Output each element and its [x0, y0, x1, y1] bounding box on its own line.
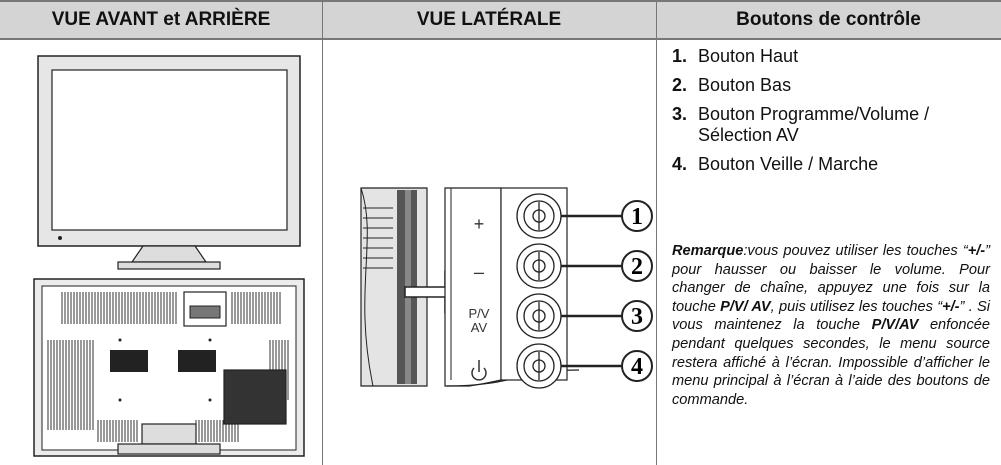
button-down	[516, 243, 623, 289]
button-up	[516, 193, 623, 239]
tv-front-back-illustration	[33, 55, 305, 457]
callout-3: 3	[631, 304, 643, 330]
control-buttons-list: 1.Bouton Haut 2.Bouton Bas 3.Bouton Prog…	[672, 46, 992, 183]
side-view-illustration: + – P/V AV 1	[360, 187, 653, 389]
callout-2: 2	[631, 254, 643, 280]
standby-power-icon	[471, 360, 487, 381]
remark-note: Remarque:vous pouvez utiliser les touche…	[672, 243, 991, 408]
list-item: 2.Bouton Bas	[672, 75, 792, 95]
minus-label: –	[474, 262, 484, 282]
header-control-buttons: Boutons de contrôle	[656, 0, 1001, 40]
callout-1: 1	[631, 204, 643, 230]
callout-circles: 1 2 3 4	[621, 200, 653, 382]
pv-label: P/V	[469, 306, 490, 321]
tv-front-view	[37, 55, 301, 270]
list-item: 1.Bouton Haut	[672, 46, 799, 66]
button-standby	[516, 343, 623, 389]
tv-back-view	[33, 278, 305, 457]
column-divider	[656, 0, 657, 465]
button-pv-av	[516, 293, 623, 339]
header-side-view: VUE LATÉRALE	[322, 0, 656, 40]
callout-4: 4	[631, 354, 643, 380]
header-front-back: VUE AVANT et ARRIÈRE	[0, 0, 322, 40]
list-item: 3.Bouton Programme/Volume / Sélection AV	[672, 104, 930, 145]
av-label: AV	[471, 320, 488, 335]
plus-label: +	[474, 214, 485, 234]
column-divider	[322, 0, 323, 465]
list-item: 4.Bouton Veille / Marche	[672, 154, 879, 174]
